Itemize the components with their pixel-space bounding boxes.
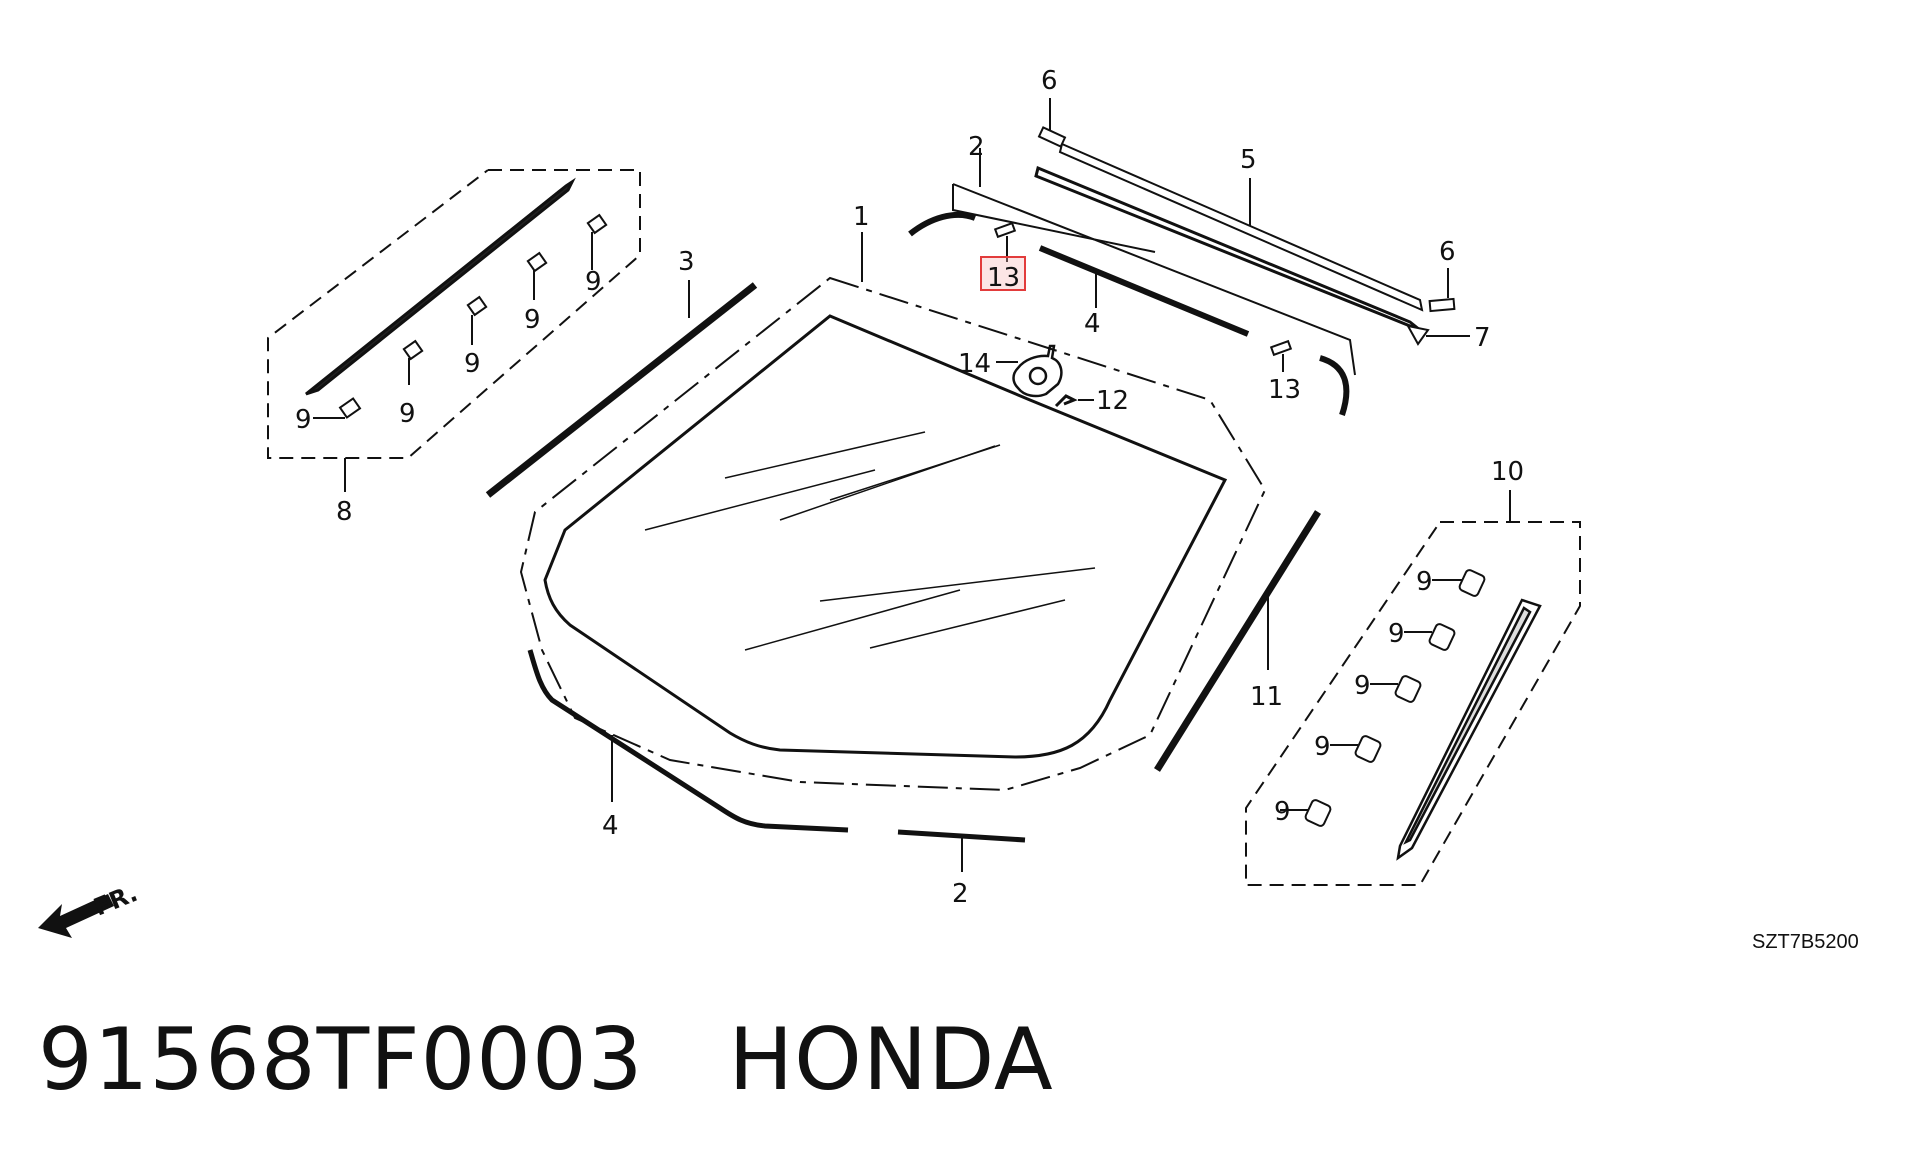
part-7-end	[1406, 324, 1430, 346]
callout-13-right: 13	[1268, 375, 1301, 405]
upper-side-molding-part	[305, 177, 576, 396]
callout-6-right: 6	[1439, 237, 1456, 267]
group-10-box	[1245, 521, 1581, 886]
callout-9-r4: 9	[1314, 732, 1331, 762]
callout-9-l2: 9	[399, 399, 416, 429]
callout-4-bottom: 4	[602, 811, 619, 841]
part-3-strip	[485, 282, 758, 498]
callout-6-top: 6	[1041, 66, 1058, 96]
callout-9-l5: 9	[585, 267, 602, 297]
clips-group-8	[338, 213, 608, 419]
callout-1: 1	[853, 202, 870, 232]
part-number: 91568TF0003	[38, 1010, 644, 1110]
callout-2-bottom: 2	[952, 879, 969, 909]
part-13-pads	[993, 221, 1293, 357]
part-6-caps	[1037, 126, 1456, 313]
callout-2-top: 2	[968, 132, 985, 162]
part-4-top-strip	[1038, 245, 1250, 337]
part-12-clip	[1054, 394, 1078, 408]
part-5-roof-molding	[1034, 142, 1424, 332]
leader-lines-group-8	[313, 232, 593, 492]
callout-9-r1: 9	[1416, 567, 1433, 597]
group-8-box	[267, 169, 641, 459]
callout-12: 12	[1096, 386, 1129, 416]
callout-11: 11	[1250, 682, 1283, 712]
part-14-bracket	[1012, 344, 1063, 398]
callout-7: 7	[1474, 323, 1491, 353]
callout-9-l4: 9	[524, 305, 541, 335]
diagram-code: SZT7B5200	[1752, 931, 1859, 953]
front-direction-label: FR.	[90, 879, 142, 922]
windshield-dashed-outline	[519, 276, 1267, 792]
clips-group-10	[1304, 569, 1486, 827]
windshield-glare-lines	[644, 431, 1096, 651]
callout-9-r3: 9	[1354, 671, 1371, 701]
front-direction-arrow-icon	[38, 894, 114, 938]
caption: 91568TF0003 HONDA	[38, 1010, 1054, 1110]
leader-lines-group-10	[1280, 579, 1462, 811]
callout-13-highlight[interactable]: 13	[987, 263, 1020, 293]
callout-14: 14	[958, 349, 991, 379]
callout-9-r2: 9	[1388, 619, 1405, 649]
part-4-bottom-strip	[527, 649, 849, 833]
callout-9-r5: 9	[1274, 797, 1291, 827]
windshield-glass	[543, 314, 1228, 759]
part-2-bottom-strip	[897, 829, 1026, 843]
callout-4-top: 4	[1084, 309, 1101, 339]
highlight-part-13[interactable]	[980, 256, 1026, 291]
part-2-top-ends	[908, 211, 1350, 416]
callout-10: 10	[1491, 457, 1524, 487]
group-2-top-box	[952, 183, 1356, 376]
callout-8: 8	[336, 497, 353, 527]
callout-3: 3	[678, 247, 695, 277]
callout-5: 5	[1240, 145, 1257, 175]
callout-9-l3: 9	[464, 349, 481, 379]
part-11-strip	[1154, 510, 1321, 772]
brand-name: HONDA	[728, 1010, 1054, 1110]
callout-9-l1: 9	[295, 405, 312, 435]
pillar-molding-part	[1396, 598, 1542, 861]
